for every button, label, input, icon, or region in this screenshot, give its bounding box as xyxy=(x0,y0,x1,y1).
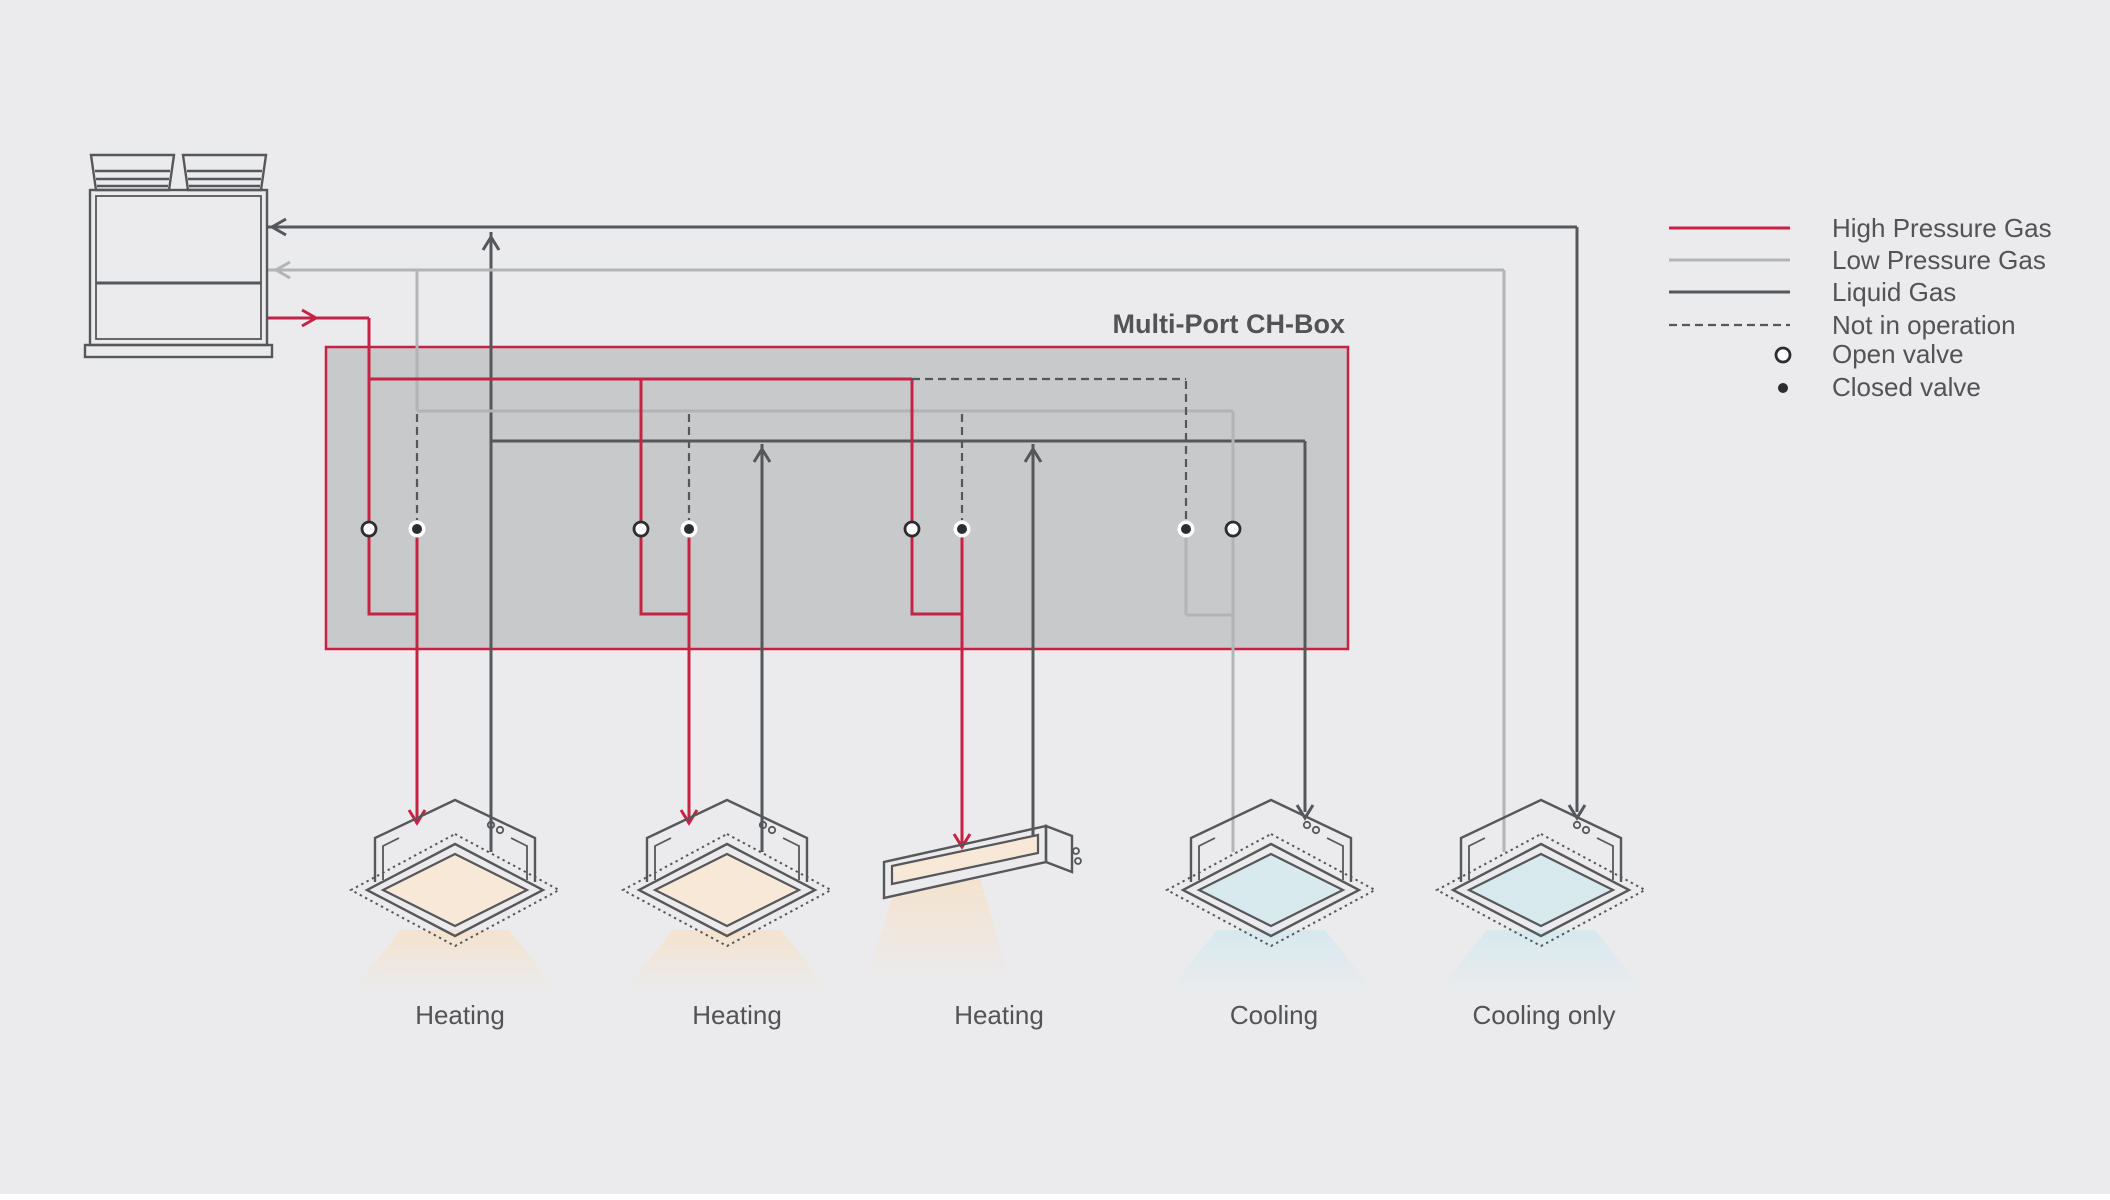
indoor-unit-2-heating-cassette xyxy=(621,798,833,990)
outdoor-unit xyxy=(83,153,274,359)
valve-closed-branch3 xyxy=(953,520,971,538)
page-bottom-strip xyxy=(0,1194,2110,1200)
valve-closed-branch2 xyxy=(680,520,698,538)
unit-3-mode-label: Heating xyxy=(954,1000,1044,1030)
valve-closed-branch1 xyxy=(408,520,426,538)
legend-open-valve-icon xyxy=(1774,346,1792,364)
warm-airflow-glow xyxy=(353,930,557,990)
arrow-down-unit3-gas xyxy=(952,833,972,850)
unit-2-mode-label: Heating xyxy=(692,1000,782,1030)
arrow-up-unit1-liquid xyxy=(481,234,501,251)
legend-item-open-valve: Open valve xyxy=(1832,339,1964,369)
ch-box-label: Multi-Port CH-Box xyxy=(1112,309,1345,339)
cool-airflow-glow xyxy=(1169,930,1373,990)
legend-item-closed-valve: Closed valve xyxy=(1832,372,1981,402)
indoor-unit-3-heating-ducted xyxy=(866,824,1082,980)
ch-box-valves xyxy=(360,520,1242,538)
ch-box xyxy=(324,345,1350,651)
arrow-down-unit4-liquid xyxy=(1295,804,1315,821)
warm-airflow-glow xyxy=(625,930,829,990)
high-pressure-gas-pipes xyxy=(267,308,972,850)
legend-item-low-pressure-gas: Low Pressure Gas xyxy=(1832,245,2046,275)
legend-symbols xyxy=(1669,226,1792,393)
valve-open-branch1 xyxy=(360,520,378,538)
legend-item-high-pressure-gas: High Pressure Gas xyxy=(1832,213,2052,243)
arrow-into-outdoor-unit-liquid xyxy=(268,217,287,237)
valve-open-branch2 xyxy=(632,520,650,538)
arrow-into-outdoor-unit-lp xyxy=(272,260,291,280)
liquid-gas-pipes xyxy=(267,217,1587,852)
legend-item-not-in-operation: Not in operation xyxy=(1832,310,2016,340)
indoor-unit-5-cooling-only-cassette xyxy=(1435,798,1647,990)
arrow-from-outdoor-unit-hp xyxy=(301,308,320,328)
indoor-unit-4-cooling-cassette xyxy=(1165,798,1377,990)
arrow-up-unit3-liquid xyxy=(1023,446,1043,463)
valve-open-branch4 xyxy=(1224,520,1242,538)
warm-airflow-glow xyxy=(866,878,1010,980)
cool-airflow-glow xyxy=(1439,930,1643,990)
unit-5-mode-label: Cooling only xyxy=(1472,1000,1616,1030)
unit-1-mode-label: Heating xyxy=(415,1000,505,1030)
unit-4-mode-label: Cooling xyxy=(1229,1000,1319,1030)
legend-item-liquid-gas: Liquid Gas xyxy=(1832,277,1957,307)
valve-closed-branch4 xyxy=(1177,520,1195,538)
indoor-unit-1-heating-cassette xyxy=(349,798,561,990)
not-in-operation-pipes xyxy=(415,377,1188,520)
low-pressure-gas-pipes xyxy=(267,260,1506,852)
legend-closed-valve-icon xyxy=(1778,383,1788,393)
valve-open-branch3 xyxy=(903,520,921,538)
arrow-up-unit2-liquid xyxy=(752,446,772,463)
